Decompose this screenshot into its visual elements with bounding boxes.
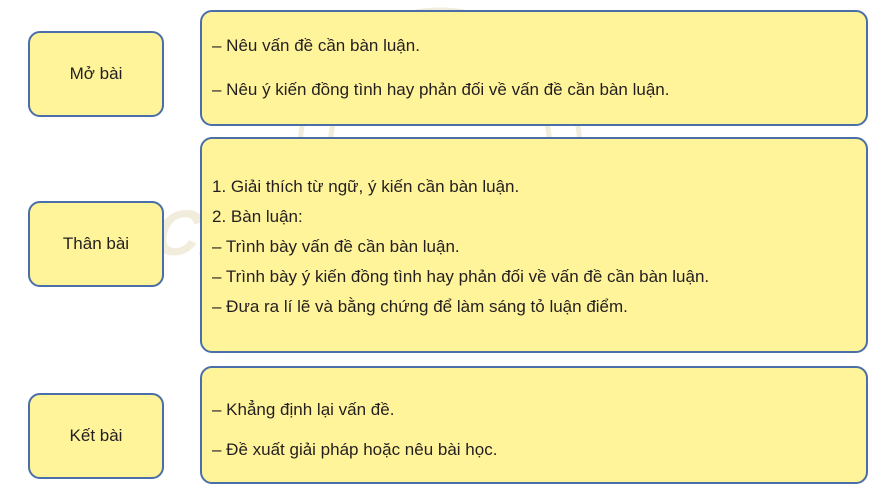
content-line: – Nêu vấn đề cần bàn luận.: [212, 36, 420, 55]
section-label-box: Thân bài: [28, 201, 164, 287]
section-label-box: Kết bài: [28, 393, 164, 479]
content-line: – Khẳng định lại vấn đề.: [212, 400, 395, 419]
section-content-box: 1. Giải thích từ ngữ, ý kiến cần bàn luậ…: [200, 137, 868, 353]
content-line: – Đề xuất giải pháp hoặc nêu bài học.: [212, 440, 498, 459]
content-line: – Trình bày ý kiến đồng tình hay phản đố…: [212, 267, 710, 286]
section-content-box: – Nêu vấn đề cần bàn luận. – Nêu ý kiến …: [200, 10, 868, 126]
section-content-box: – Khẳng định lại vấn đề. – Đề xuất giải …: [200, 366, 868, 484]
content-line: – Trình bày vấn đề cần bàn luận.: [212, 237, 460, 256]
content-line: – Đưa ra lí lẽ và bằng chứng để làm sáng…: [212, 297, 628, 316]
content-line: – Nêu ý kiến đồng tình hay phản đối về v…: [212, 80, 670, 99]
section-label: Kết bài: [69, 426, 123, 445]
content-line: 1. Giải thích từ ngữ, ý kiến cần bàn luậ…: [212, 177, 520, 196]
section-label: Mở bài: [69, 64, 123, 83]
section-label-box: Mở bài: [28, 31, 164, 117]
section-label: Thân bài: [62, 234, 130, 253]
content-line: 2. Bàn luận:: [212, 207, 303, 226]
